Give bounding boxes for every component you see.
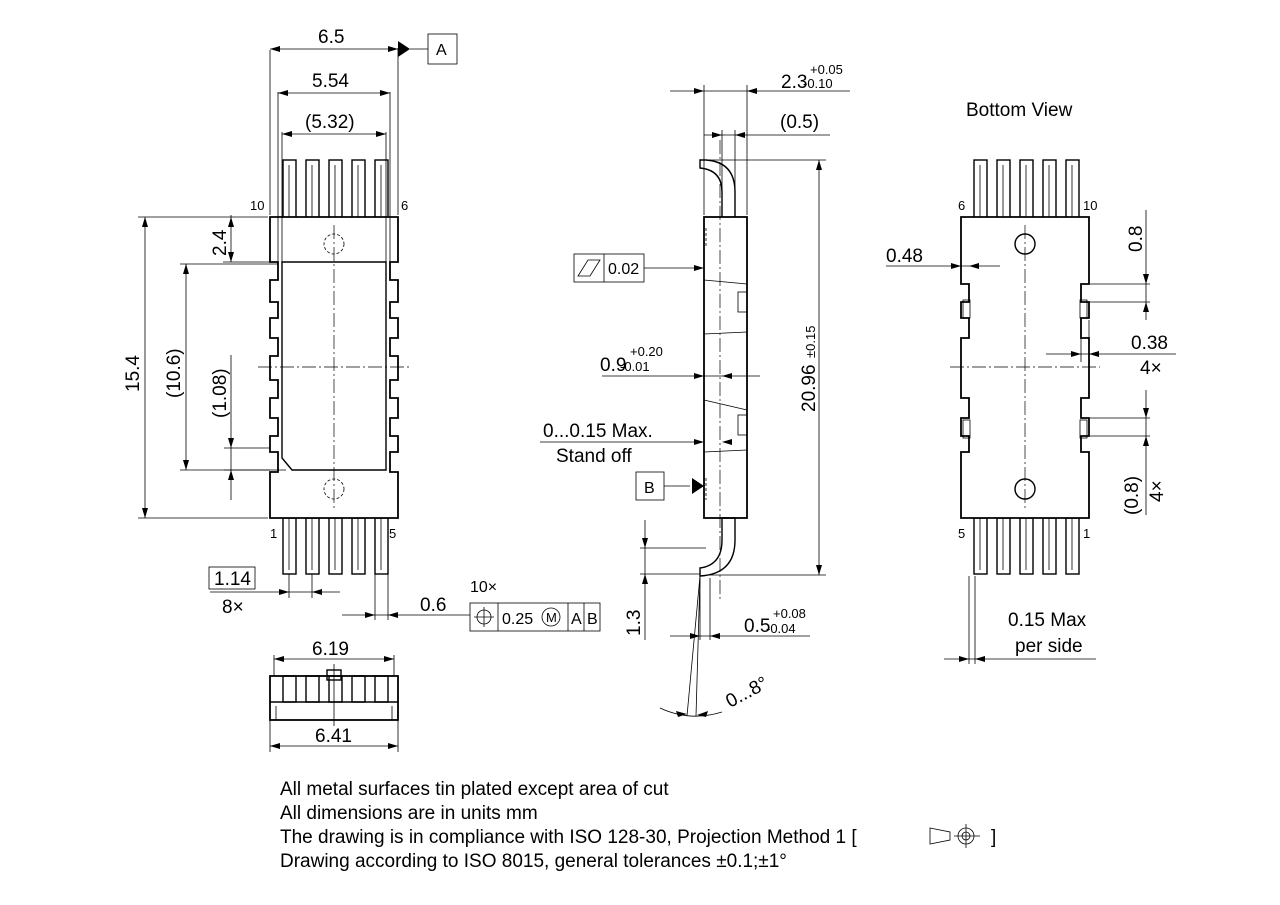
pos-modifier: M bbox=[546, 610, 557, 625]
projection-method-icon bbox=[929, 824, 980, 848]
bv-pin-1: 1 bbox=[1083, 526, 1090, 541]
dim-1-08: (1.08) bbox=[210, 368, 231, 418]
bv-pin-10: 10 bbox=[1083, 198, 1097, 213]
bottom-leads bbox=[282, 517, 389, 575]
dim-20-96-tol: ±0.15 bbox=[803, 326, 818, 358]
top-leads bbox=[282, 159, 389, 219]
dim-0-9: 0.9 bbox=[600, 355, 626, 376]
note-4: Drawing according to ISO 8015, general t… bbox=[280, 851, 787, 872]
dim-6-19: 6.19 bbox=[312, 639, 349, 660]
top-view: 10 6 1 5 6.5 A 5.54 (5.32) bbox=[123, 27, 601, 632]
dim-8x: 8× bbox=[222, 597, 244, 618]
datum-a: A bbox=[436, 42, 447, 59]
dim-2-3: 2.3 bbox=[781, 72, 807, 93]
position-icon bbox=[474, 607, 494, 627]
standoff-max: 0...0.15 Max. bbox=[543, 421, 653, 442]
dim-0-5: 0.5 bbox=[744, 616, 770, 637]
bv-dim-015-l1: 0.15 Max bbox=[1008, 610, 1087, 631]
end-view: 6.19 6.41 bbox=[269, 639, 399, 752]
note-3-close: ] bbox=[991, 827, 996, 848]
bottom-view: Bottom View bbox=[886, 100, 1176, 664]
dim-0-5-plus: +0.08 bbox=[773, 606, 806, 621]
standoff-label: Stand off bbox=[556, 446, 632, 467]
flatness-value: 0.02 bbox=[608, 261, 639, 278]
bottom-view-title: Bottom View bbox=[966, 100, 1073, 121]
pos-datum-b: B bbox=[587, 611, 598, 628]
dim-15-4: 15.4 bbox=[123, 355, 144, 392]
dim-0-5-minus: -0.04 bbox=[766, 621, 796, 636]
dim-1-3: 1.3 bbox=[624, 610, 645, 636]
bv-dim-4x-b: 4× bbox=[1147, 480, 1168, 502]
dim-0-9-plus: +0.20 bbox=[630, 344, 663, 359]
bv-dim-4x-a: 4× bbox=[1140, 358, 1162, 379]
dim-0-5-ref: (0.5) bbox=[780, 112, 819, 133]
dim-20-96: 20.96 bbox=[799, 364, 820, 412]
dim-1-14: 1.14 bbox=[214, 569, 251, 590]
dim-6-5: 6.5 bbox=[318, 27, 344, 48]
notes: All metal surfaces tin plated except are… bbox=[280, 779, 996, 872]
pin-label-6: 6 bbox=[401, 198, 408, 213]
dim-0-6: 0.6 bbox=[420, 595, 446, 616]
dim-2-4: 2.4 bbox=[210, 229, 231, 256]
dim-2-3-minus: -0.10 bbox=[803, 76, 833, 91]
bv-pin-5: 5 bbox=[958, 526, 965, 541]
note-3: The drawing is in compliance with ISO 12… bbox=[280, 827, 857, 848]
dim-6-41: 6.41 bbox=[315, 726, 352, 747]
dim-angle: 0...8° bbox=[722, 673, 771, 712]
dim-10-6: (10.6) bbox=[164, 348, 185, 398]
pin-label-5: 5 bbox=[389, 526, 396, 541]
side-view: 2.3 +0.05 -0.10 (0.5) 0.02 20.96 ±0.15 0… bbox=[540, 62, 850, 717]
bv-dim-0-48: 0.48 bbox=[886, 246, 923, 267]
pin-label-1: 1 bbox=[270, 526, 277, 541]
bv-dim-015-l2: per side bbox=[1015, 636, 1083, 657]
bv-dim-0-8-ref: (0.8) bbox=[1122, 476, 1143, 515]
datum-b: B bbox=[644, 480, 655, 497]
note-1: All metal surfaces tin plated except are… bbox=[280, 779, 669, 800]
bv-bottom-leads bbox=[973, 517, 1080, 575]
dim-0-9-minus: -0.01 bbox=[620, 359, 650, 374]
bv-top-leads bbox=[973, 159, 1080, 219]
dim-2-3-plus: +0.05 bbox=[810, 62, 843, 77]
note-2: All dimensions are in units mm bbox=[280, 803, 538, 824]
bv-dim-0-38: 0.38 bbox=[1131, 333, 1168, 354]
dim-5-32: (5.32) bbox=[305, 112, 355, 133]
dim-5-54: 5.54 bbox=[312, 71, 349, 92]
bv-dim-0-8: 0.8 bbox=[1126, 226, 1147, 252]
bv-pin-6: 6 bbox=[958, 198, 965, 213]
pin-label-10: 10 bbox=[250, 198, 264, 213]
flatness-icon bbox=[577, 259, 601, 277]
pos-datum-a: A bbox=[571, 611, 582, 628]
pos-count: 10× bbox=[470, 579, 497, 596]
pos-tolerance: 0.25 bbox=[502, 611, 533, 628]
